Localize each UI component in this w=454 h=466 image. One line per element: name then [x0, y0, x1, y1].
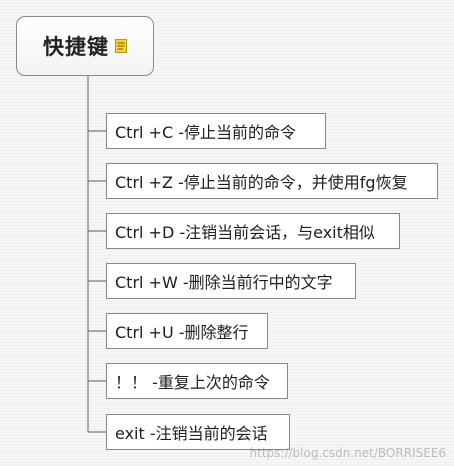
node-label: exit -注销当前的会话: [115, 424, 268, 443]
node-label: Ctrl +Z -停止当前的命令，并使用fg恢复: [115, 173, 408, 192]
node-ctrl-u[interactable]: Ctrl +U -删除整行: [106, 313, 268, 349]
node-ctrl-z[interactable]: Ctrl +Z -停止当前的命令，并使用fg恢复: [106, 163, 438, 199]
node-label: Ctrl +D -注销当前会话，与exit相似: [115, 223, 375, 242]
root-node[interactable]: 快捷键: [16, 16, 154, 76]
node-label: Ctrl +U -删除整行: [115, 323, 249, 342]
node-label: Ctrl +W -删除当前行中的文字: [115, 273, 333, 292]
node-label: ！！ -重复上次的命令: [115, 373, 270, 392]
node-exit[interactable]: exit -注销当前的会话: [106, 414, 290, 450]
node-label: Ctrl +C -停止当前的命令: [115, 123, 296, 142]
node-ctrl-d[interactable]: Ctrl +D -注销当前会话，与exit相似: [106, 213, 400, 249]
note-icon[interactable]: [115, 39, 127, 53]
node-repeat[interactable]: ！！ -重复上次的命令: [106, 363, 288, 399]
node-ctrl-w[interactable]: Ctrl +W -删除当前行中的文字: [106, 263, 356, 299]
watermark: https://blog.csdn.net/BORRISEE6: [249, 446, 446, 460]
node-ctrl-c[interactable]: Ctrl +C -停止当前的命令: [106, 113, 326, 149]
root-title: 快捷键: [43, 35, 109, 59]
